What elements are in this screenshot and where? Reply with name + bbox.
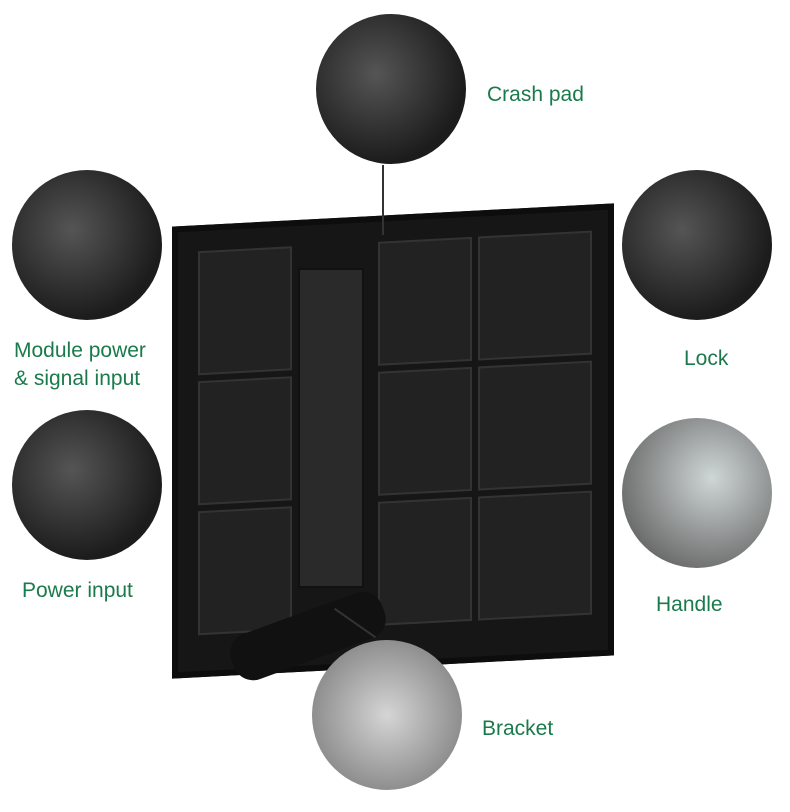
lock-label: Lock <box>684 347 729 370</box>
lock-photo <box>622 170 772 320</box>
power-input-photo <box>12 410 162 560</box>
module-power-label-line2: & signal input <box>14 367 141 390</box>
power-input-label: Power input <box>22 579 133 602</box>
led-cabinet-photo <box>172 203 614 679</box>
crash-pad-photo <box>316 14 466 164</box>
bracket-photo <box>312 640 462 790</box>
crash-pad-label: Crash pad <box>487 83 584 106</box>
module-power-label-line1: Module power <box>14 339 146 362</box>
handle-photo <box>622 418 772 568</box>
handle-label: Handle <box>656 593 723 616</box>
cabinet-door <box>298 268 364 588</box>
bracket-label: Bracket <box>482 717 554 740</box>
module-power-photo <box>12 170 162 320</box>
